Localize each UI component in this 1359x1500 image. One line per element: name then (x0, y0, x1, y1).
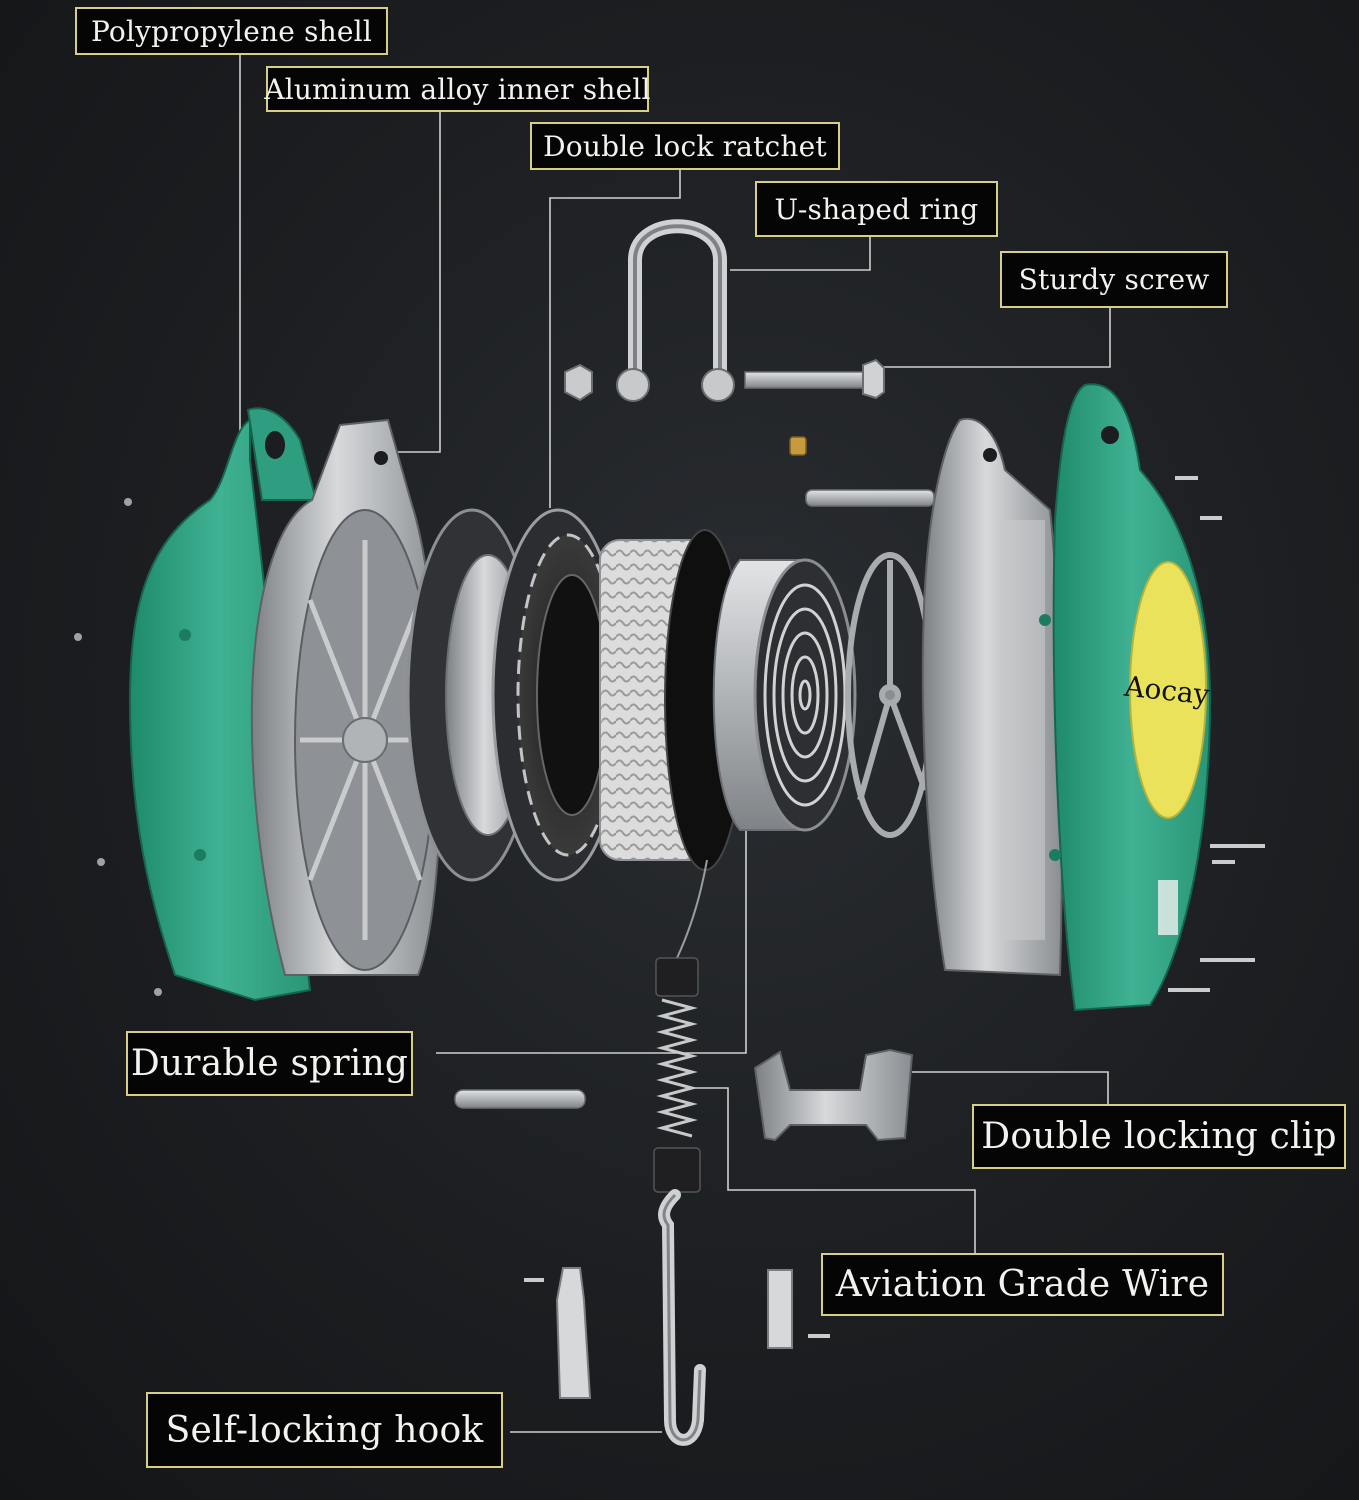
label-aluminum-inner-shell: Aluminum alloy inner shell (264, 66, 650, 112)
aviation-grade-wire (676, 859, 708, 959)
leader-line-double-locking-clip (912, 1071, 1109, 1113)
spoked-wheel (845, 552, 935, 838)
cover-screws (1168, 476, 1265, 992)
hook-latch-parts (524, 1267, 830, 1399)
aluminum-inner-shell-left (250, 418, 442, 976)
leader-line-double-lock-ratchet (549, 170, 681, 508)
self-locking-hook (658, 1189, 706, 1446)
logo-badge (1129, 561, 1207, 819)
leader-line-sturdy-screw (882, 308, 1111, 368)
polypropylene-shell-right: Aocay (1039, 383, 1211, 1012)
spring-pin (454, 1089, 586, 1109)
hex-nut (564, 363, 593, 402)
aluminum-inner-shell-right (921, 417, 1063, 977)
u-shaped-ring (616, 219, 735, 402)
double-lock-ratchet (406, 508, 625, 882)
durable-spring-cassette (712, 558, 857, 832)
label-u-shaped-ring: U-shaped ring (755, 181, 998, 237)
axle-pin (805, 489, 935, 507)
label-aviation-grade-wire: Aviation Grade Wire (821, 1253, 1224, 1316)
label-polypropylene-shell: Polypropylene shell (75, 7, 388, 55)
leader-line-aluminum-inner-shell (392, 112, 441, 453)
leader-line-durable-spring (436, 828, 747, 1054)
leader-line-aviation-grade-wire (690, 1087, 976, 1253)
label-self-locking-hook: Self-locking hook (146, 1392, 503, 1468)
loose-screw-heads (74, 498, 162, 996)
leader-line-u-shaped-ring (730, 237, 871, 271)
label-durable-spring: Durable spring (126, 1031, 413, 1096)
tension-spring (653, 957, 701, 1193)
brass-bushing (789, 436, 807, 456)
sturdy-screw (744, 358, 885, 400)
label-double-locking-clip: Double locking clip (972, 1104, 1346, 1169)
label-sturdy-screw: Sturdy screw (1000, 251, 1228, 308)
leader-lines (239, 55, 1111, 1433)
double-locking-clip (753, 1048, 914, 1142)
label-double-lock-ratchet: Double lock ratchet (530, 122, 840, 170)
